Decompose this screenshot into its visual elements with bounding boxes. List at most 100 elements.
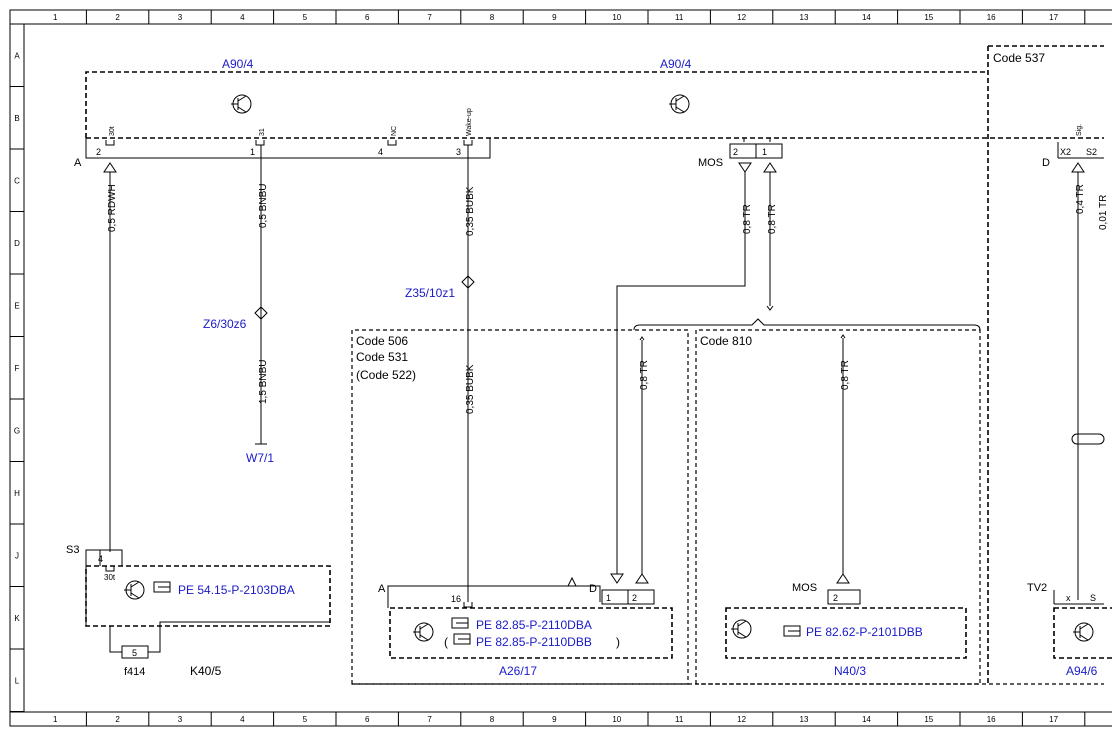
wire-label: 0,35 BUBK xyxy=(465,364,476,414)
grid-column-label: 14 xyxy=(862,13,871,22)
pin-label: 2 xyxy=(96,147,101,157)
grid-column-label: 11 xyxy=(675,13,684,22)
grid-column-label: 17 xyxy=(1049,13,1058,22)
module-k40-5: K40/5 xyxy=(190,664,222,678)
n40-3-box xyxy=(725,607,967,659)
paren-open: ( xyxy=(444,635,448,649)
pin-name: Wake-up xyxy=(466,108,473,136)
grid-column-label: 4 xyxy=(240,13,245,22)
reference-hand-icon xyxy=(153,581,171,593)
grid-column-label: 7 xyxy=(427,13,432,22)
transistor-icon xyxy=(1073,622,1094,642)
grid-column-label: 10 xyxy=(612,13,621,22)
pin-name: 31 xyxy=(259,128,266,136)
pin-name: NC xyxy=(391,126,398,136)
grid-column-label: 16 xyxy=(987,13,996,22)
plug-arrow-icon xyxy=(1071,162,1085,173)
splice-z35-10z1[interactable]: Z35/10z1 xyxy=(405,286,455,300)
plug-arrow-icon xyxy=(635,573,649,584)
grid-row-label: L xyxy=(15,676,20,685)
connector-a-strip xyxy=(85,138,491,159)
module-a26-17[interactable]: A26/17 xyxy=(499,664,537,678)
wire-label: 0,5 BNBU xyxy=(258,184,269,228)
grid-column-label: 15 xyxy=(924,715,933,724)
grid-column-label: 1 xyxy=(53,715,58,724)
wire-label: 1,5 BNBU xyxy=(258,360,269,404)
module-n40-3[interactable]: N40/3 xyxy=(834,664,866,678)
grid-column-label: 16 xyxy=(987,715,996,724)
transistor-icon xyxy=(413,622,434,642)
reference-hand-icon xyxy=(451,617,469,629)
grid-column-label: 11 xyxy=(675,715,684,724)
splice-z6-30z6[interactable]: Z6/30z6 xyxy=(203,317,247,331)
ref-pe-82b[interactable]: PE 82.85-P-2110DBB xyxy=(476,635,592,649)
grid-column-label: 13 xyxy=(800,13,809,22)
connector-mos-lower: MOS xyxy=(792,582,817,594)
ref-pe-82a[interactable]: PE 82.85-P-2110DBA xyxy=(476,618,592,632)
grid-column-label: 14 xyxy=(862,715,871,724)
transistor-icon xyxy=(731,619,752,639)
grid-column-label: 2 xyxy=(115,715,120,724)
wire-label: 0,4 TR xyxy=(1075,184,1086,214)
a90-4-box xyxy=(85,71,988,138)
grid-column-labels: 1122334455667788991010111112121313141415… xyxy=(53,10,1086,726)
ref-pe-8262[interactable]: PE 82.62-P-2101DBB xyxy=(806,625,923,639)
a26-17-strip xyxy=(387,585,601,608)
grid-column-label: 5 xyxy=(303,715,308,724)
grid-row-label: A xyxy=(14,51,20,60)
pin-label: 4 xyxy=(98,554,103,564)
module-a94-6[interactable]: A94/6 xyxy=(1066,664,1098,678)
grid-column-label: 10 xyxy=(612,715,621,724)
grid-column-label: 6 xyxy=(365,715,370,724)
pin-label: 1 xyxy=(762,147,767,157)
brace xyxy=(633,318,981,331)
grid-column-label: 2 xyxy=(115,13,120,22)
pin-label: 5 xyxy=(132,648,137,658)
connector-a-label: A xyxy=(74,157,82,169)
wire-tr xyxy=(616,172,746,574)
s3-strip xyxy=(85,549,123,626)
fuse-loop xyxy=(109,621,330,653)
a26-17-box xyxy=(389,607,673,659)
wire-label: 0,35 BUBK xyxy=(465,186,476,236)
label-code-810: Code 810 xyxy=(700,334,752,348)
grid-column-label: 1 xyxy=(53,13,58,22)
module-a90-4-left[interactable]: A90/4 xyxy=(222,57,254,71)
splice-icon xyxy=(461,275,475,289)
grid-column-label: 12 xyxy=(737,715,746,724)
pin-label: 1 xyxy=(250,147,255,157)
grid-row-label: J xyxy=(15,551,19,560)
pin-label: 16 xyxy=(451,594,461,604)
ref-pe-54[interactable]: PE 54.15-P-2103DBA xyxy=(178,583,295,597)
reference-hand-icon xyxy=(453,633,471,645)
transistor-icon xyxy=(124,580,145,600)
connector-s2: S2 xyxy=(1086,147,1097,157)
wire-label: 0,5 RDWH xyxy=(107,184,118,232)
pin-label: 3 xyxy=(456,147,461,157)
wire-label: 0,8 TR xyxy=(742,204,753,234)
module-a90-4-right[interactable]: A90/4 xyxy=(660,57,692,71)
grid-column-label: 5 xyxy=(303,13,308,22)
grid-column-label: 4 xyxy=(240,715,245,724)
grid-row-label: B xyxy=(14,114,19,123)
pin-label: 2 xyxy=(632,593,637,603)
paren-close: ) xyxy=(616,635,620,649)
diagram-frame xyxy=(9,9,1112,727)
grid-column-label: 7 xyxy=(427,715,432,724)
grid-column-label: 15 xyxy=(924,13,933,22)
wire-label: 0,8 TR xyxy=(767,204,778,234)
ground-w7-1[interactable]: W7/1 xyxy=(246,451,274,465)
pin-label: 30t xyxy=(104,573,116,582)
label-code-522: (Code 522) xyxy=(356,368,416,382)
grid-column-label: 6 xyxy=(365,13,370,22)
pin-label: 1 xyxy=(606,593,611,603)
splice-icon xyxy=(254,306,268,320)
grid-column-label: 12 xyxy=(737,13,746,22)
switch-s3: S3 xyxy=(66,544,79,556)
wire-label: 0,01 TR xyxy=(1098,195,1109,230)
grid-column-label: 8 xyxy=(490,13,495,22)
pin-label: 2 xyxy=(733,147,738,157)
label-code-537: Code 537 xyxy=(993,51,1045,65)
mos-lower-connector xyxy=(827,589,861,605)
connector-d-right: D xyxy=(1042,157,1050,169)
